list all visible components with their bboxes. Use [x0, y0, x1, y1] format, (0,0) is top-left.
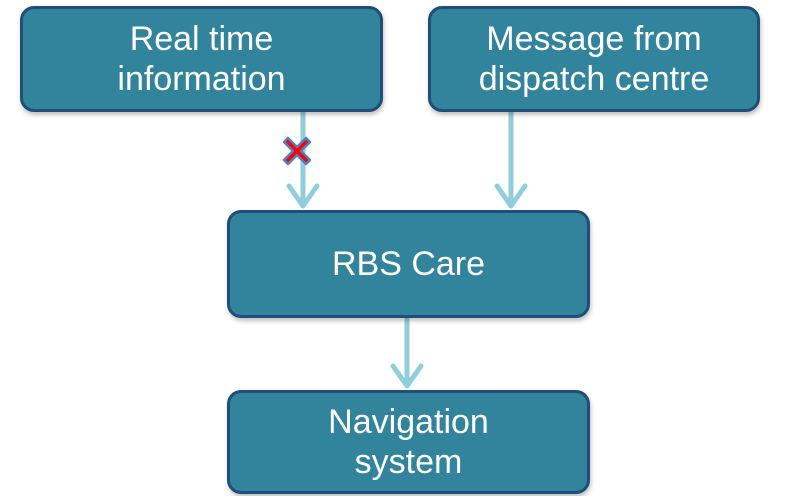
arrow-message-to-rbs: [494, 112, 528, 209]
node-label-line: system: [354, 443, 463, 481]
node-rbs-care: RBS Care: [227, 210, 590, 318]
node-label-line: Navigation: [328, 403, 489, 441]
arrow-realtime-to-rbs: [286, 112, 320, 209]
node-real-time-information: Real time information: [20, 6, 383, 112]
node-label-line: Message from: [486, 20, 702, 58]
arrow-rbs-to-navigation: [390, 318, 424, 389]
node-label-line: dispatch centre: [478, 60, 710, 98]
node-label-line: information: [117, 60, 286, 98]
node-message-from-dispatch-centre: Message from dispatch centre: [428, 6, 760, 112]
node-navigation-system: Navigation system: [227, 390, 590, 494]
node-label-line: RBS Care: [331, 245, 486, 283]
blocked-x-icon: [282, 136, 312, 166]
node-label-line: Real time: [129, 20, 274, 58]
